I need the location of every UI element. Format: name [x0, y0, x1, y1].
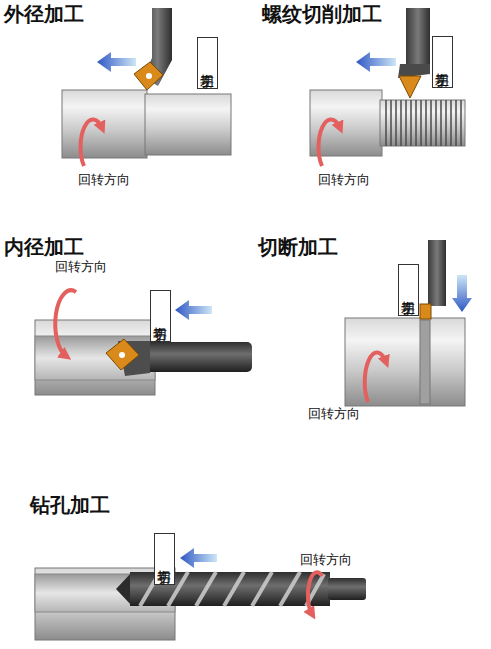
- rotation-label: 回转方向: [318, 173, 370, 187]
- rotation-label: 回转方向: [55, 260, 107, 274]
- outer-diameter-scene: [62, 8, 231, 166]
- hand-label-box: 左手切: [197, 37, 218, 89]
- rotation-label: 回转方向: [308, 407, 360, 421]
- panel-heading: 螺纹切削加工: [262, 3, 382, 25]
- hand-label-box: 左手切: [398, 264, 419, 316]
- hand-label-box: 右手切: [154, 533, 175, 585]
- hand-label-box: 右手切: [150, 290, 171, 342]
- panel-heading: 内径加工: [4, 236, 84, 258]
- boring-scene: [35, 290, 252, 395]
- panel-heading: 钻孔加工: [30, 494, 110, 516]
- hand-label-box: 左手切: [432, 36, 453, 88]
- parting-scene: [345, 240, 472, 406]
- threading-scene: [310, 8, 465, 166]
- rotation-label: 回转方向: [78, 173, 130, 187]
- rotation-label: 回转方向: [300, 553, 352, 567]
- panel-heading: 外径加工: [4, 3, 84, 25]
- panel-heading: 切断加工: [258, 236, 338, 258]
- drilling-scene: [35, 548, 366, 640]
